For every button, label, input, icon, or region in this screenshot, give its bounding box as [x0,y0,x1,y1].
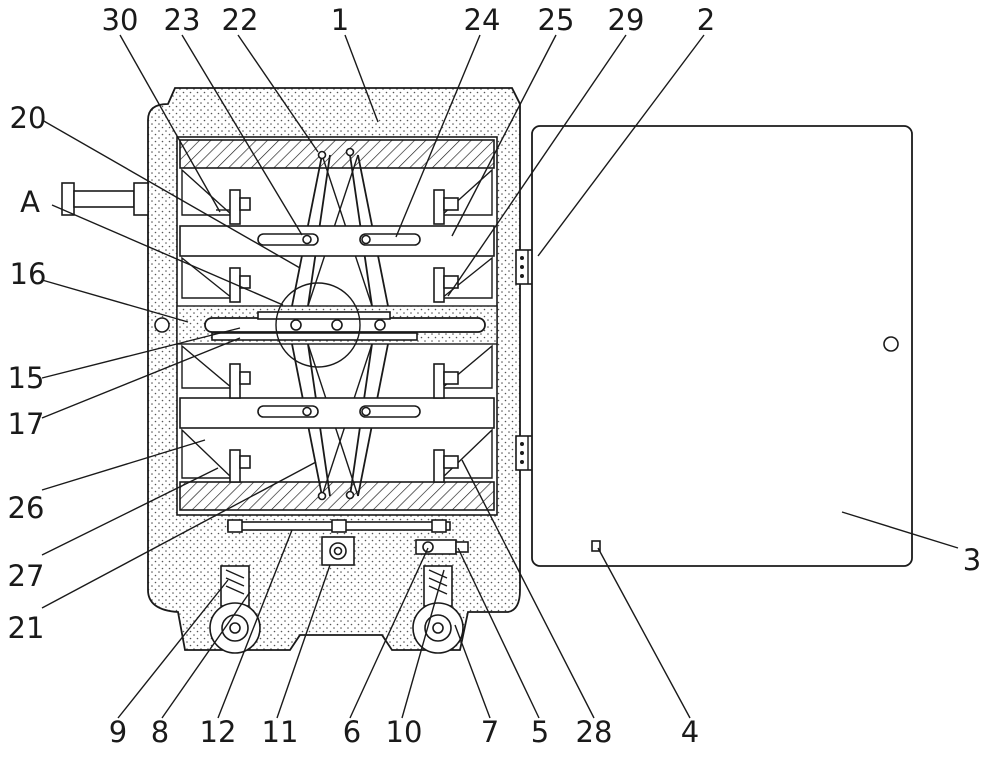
bottom-screw-rod [227,519,451,533]
labels-bottom: 9 8 12 11 6 10 7 5 28 4 [109,715,699,749]
right-caster [412,565,464,654]
labels-top: 30 23 22 1 24 25 29 2 [102,3,716,37]
label-5: 5 [531,715,549,749]
label-9: 9 [109,715,127,749]
label-24: 24 [464,3,501,37]
label-17: 17 [8,407,45,441]
label-11: 11 [262,715,299,749]
top-plate [179,139,495,169]
side-handle [61,182,149,216]
motor [321,536,355,566]
label-1: 1 [331,3,349,37]
label-27: 27 [8,559,45,593]
detail-a-circle [275,282,361,368]
label-12: 12 [200,715,237,749]
label-23: 23 [164,3,201,37]
leader-lines [41,34,959,719]
lock-assembly [415,539,469,555]
label-3: 3 [963,543,981,577]
label-25: 25 [538,3,575,37]
label-7: 7 [481,715,499,749]
bottom-plate [179,481,495,511]
label-8: 8 [151,715,169,749]
label-10: 10 [386,715,423,749]
label-28: 28 [576,715,613,749]
label-26: 26 [8,491,45,525]
label-29: 29 [608,3,645,37]
label-30: 30 [102,3,139,37]
label-15: 15 [8,361,45,395]
label-a: A [20,185,40,219]
label-16: 16 [10,257,47,291]
label-22: 22 [222,3,259,37]
corner-brackets [181,168,493,483]
labels-left: 20 A 16 15 17 26 27 21 [8,101,47,645]
labels-right: 3 [963,543,981,577]
slide-rail-assembly [204,311,486,341]
left-caster [209,565,261,654]
label-4: 4 [681,715,699,749]
lower-shelf [179,397,495,429]
side-hole [154,317,170,333]
label-6: 6 [343,715,361,749]
label-20: 20 [10,101,47,135]
label-2: 2 [697,3,715,37]
label-21: 21 [8,611,45,645]
door [531,125,913,567]
upper-shelf [179,225,495,257]
